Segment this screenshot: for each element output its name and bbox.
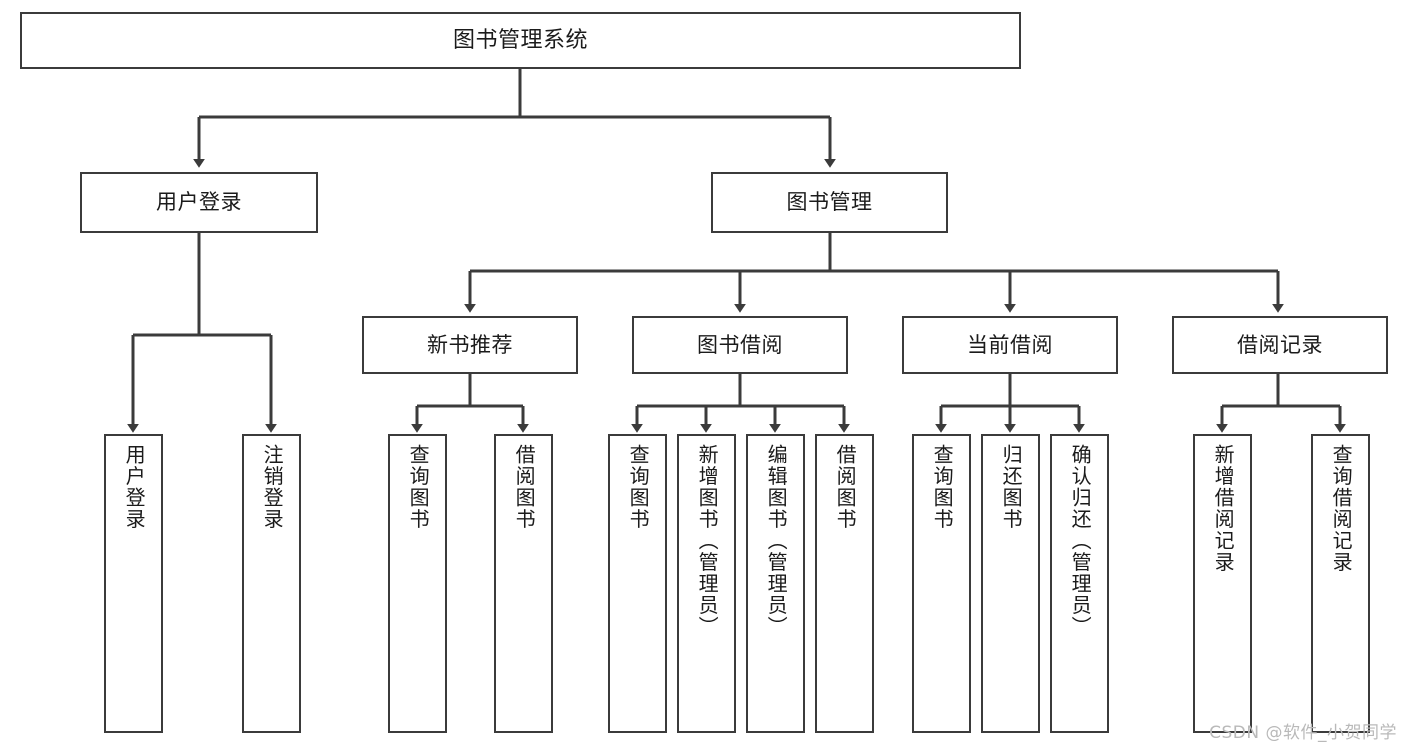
node-label: 新书推荐	[427, 332, 513, 357]
node-user-login[interactable]: 用户登录	[80, 172, 318, 233]
node-leaf-query-book-3[interactable]: 查询图书	[912, 434, 971, 733]
node-label: 查询图书	[406, 444, 431, 530]
node-label: 归还图书	[999, 444, 1024, 530]
node-borrow-record[interactable]: 借阅记录	[1172, 316, 1388, 374]
node-leaf-add-book-admin[interactable]: 新增图书（管理员）	[677, 434, 736, 733]
node-label: 编辑图书（管理员）	[764, 444, 789, 638]
node-leaf-logout-login[interactable]: 注销登录	[242, 434, 301, 733]
node-label: 注销登录	[260, 444, 285, 530]
node-label: 新增图书（管理员）	[695, 444, 720, 638]
node-label: 当前借阅	[967, 332, 1053, 357]
node-current-borrow[interactable]: 当前借阅	[902, 316, 1118, 374]
node-leaf-edit-book-admin[interactable]: 编辑图书（管理员）	[746, 434, 805, 733]
node-leaf-user-login[interactable]: 用户登录	[104, 434, 163, 733]
node-book-borrow[interactable]: 图书借阅	[632, 316, 848, 374]
node-leaf-query-borrow-record[interactable]: 查询借阅记录	[1311, 434, 1370, 733]
node-label: 用户登录	[156, 190, 242, 215]
node-leaf-confirm-return-admin[interactable]: 确认归还（管理员）	[1050, 434, 1109, 733]
node-leaf-borrow-book-2[interactable]: 借阅图书	[815, 434, 874, 733]
node-leaf-add-borrow-record[interactable]: 新增借阅记录	[1193, 434, 1252, 733]
node-leaf-query-book-2[interactable]: 查询图书	[608, 434, 667, 733]
node-label: 查询借阅记录	[1329, 444, 1354, 573]
node-leaf-query-book-1[interactable]: 查询图书	[388, 434, 447, 733]
node-label: 查询图书	[930, 444, 955, 530]
node-label: 借阅记录	[1237, 332, 1323, 357]
node-label: 新增借阅记录	[1211, 444, 1236, 573]
node-leaf-borrow-book-1[interactable]: 借阅图书	[494, 434, 553, 733]
node-label: 确认归还（管理员）	[1068, 444, 1093, 638]
node-book-management[interactable]: 图书管理	[711, 172, 948, 233]
node-book-management-system[interactable]: 图书管理系统	[20, 12, 1021, 69]
node-label: 借阅图书	[833, 444, 858, 530]
node-label: 查询图书	[626, 444, 651, 530]
node-label: 图书借阅	[697, 332, 783, 357]
node-label: 图书管理系统	[452, 27, 588, 53]
node-label: 图书管理	[786, 190, 873, 215]
node-label: 用户登录	[122, 444, 147, 530]
node-new-book-recommend[interactable]: 新书推荐	[362, 316, 578, 374]
node-label: 借阅图书	[512, 444, 537, 530]
node-leaf-return-book[interactable]: 归还图书	[981, 434, 1040, 733]
